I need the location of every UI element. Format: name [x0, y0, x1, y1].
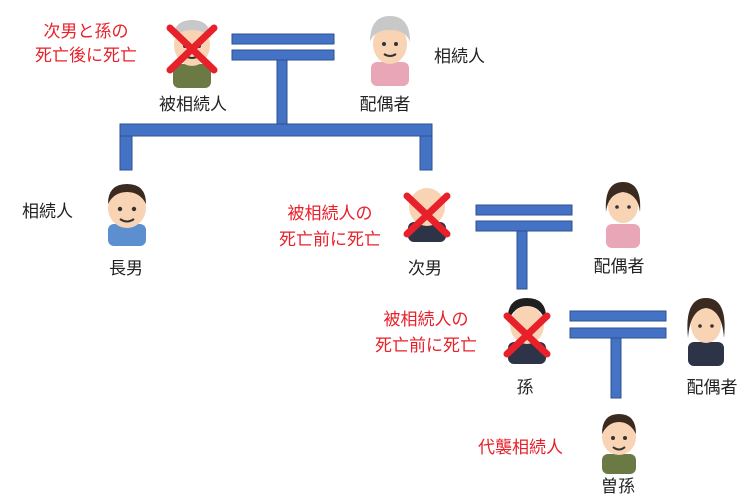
marriage-bar-bottom-2	[475, 220, 573, 232]
children-bar-1	[119, 123, 433, 137]
second-son-note-line1: 被相続人の	[287, 204, 373, 224]
grandchild-spouse-label: 配偶者	[686, 378, 738, 398]
child-drop-right	[419, 135, 433, 171]
x-mark-icon-second-son	[403, 192, 451, 238]
grandchild-note-line2: 死亡前に死亡	[375, 336, 477, 356]
eldest-son-man	[108, 184, 146, 246]
x-mark-icon-grandchild	[503, 312, 551, 358]
descent-line-vertical-3	[610, 337, 622, 399]
child-drop-left	[119, 135, 133, 171]
great-grandchild-label: 曽孫	[601, 477, 635, 497]
great-grandchild-boy	[602, 414, 636, 474]
decedent-note-line1: 次男と孫の	[43, 22, 129, 42]
grandchild-note-line1: 被相続人の	[383, 310, 469, 330]
decedent-spouse-role: 相続人	[434, 47, 485, 67]
second-son-note-line2: 死亡前に死亡	[279, 230, 381, 250]
second-son-spouse-label: 配偶者	[593, 257, 645, 277]
decedent-note-line2: 死亡後に死亡	[35, 46, 137, 66]
marriage-bar-top-2	[475, 204, 573, 216]
great-grandchild-role: 代襲相続人	[478, 438, 563, 458]
decedent-label: 被相続人	[159, 95, 227, 115]
descent-line-vertical-1	[276, 59, 288, 125]
second-son-label: 次男	[408, 259, 442, 279]
decedent-spouse-label: 配偶者	[359, 95, 411, 115]
marriage-bar-bottom-3	[569, 327, 667, 339]
grandchild-spouse-woman	[687, 298, 725, 366]
second-son-spouse-woman	[605, 182, 641, 248]
decedent-spouse-elderly-woman	[370, 16, 410, 86]
x-mark-icon-decedent	[166, 24, 218, 74]
grandchild-label: 孫	[516, 378, 534, 398]
eldest-son-label: 長男	[109, 259, 143, 279]
marriage-bar-bottom-1	[231, 49, 335, 61]
marriage-bar-top-3	[569, 310, 667, 322]
descent-line-vertical-2	[516, 230, 528, 290]
marriage-bar-top-1	[231, 33, 335, 45]
eldest-son-role: 相続人	[22, 202, 73, 222]
